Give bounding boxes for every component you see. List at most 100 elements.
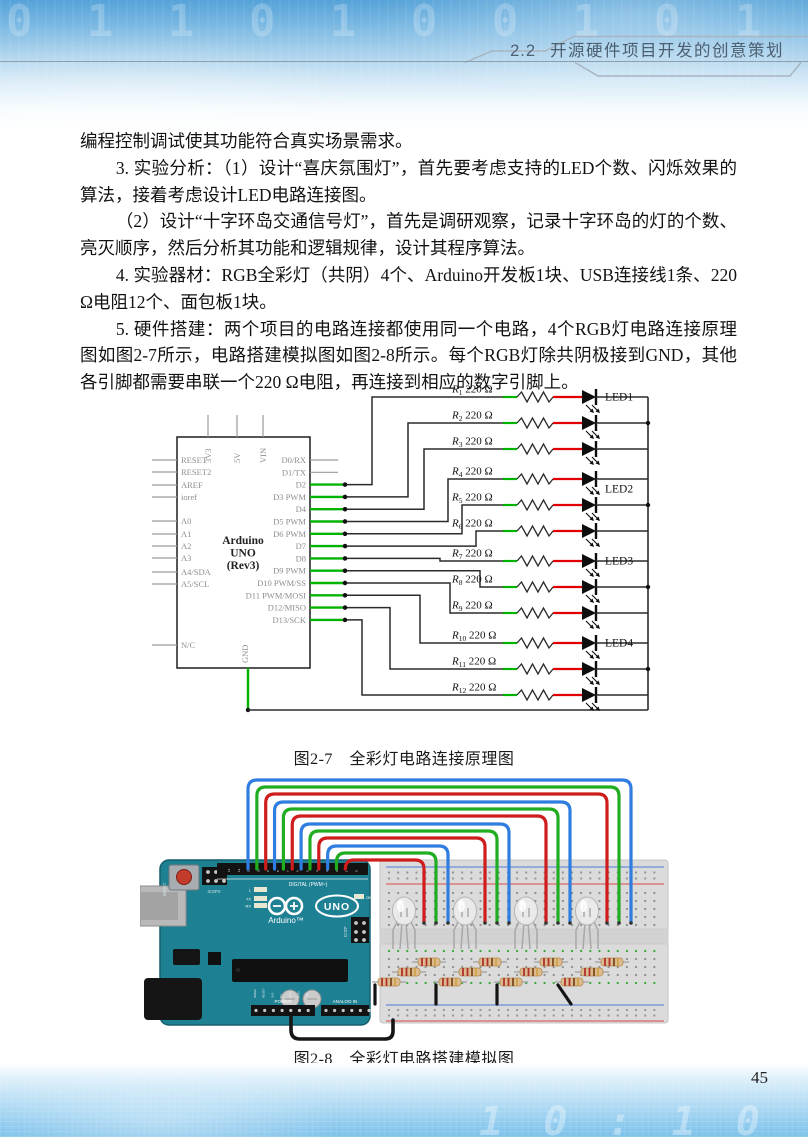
resistor-label: R7 220 Ω bbox=[451, 548, 493, 562]
resistor-led-row-1: R1 220 Ω bbox=[342, 384, 648, 487]
paragraph-1: 编程控制调试使其功能符合真实场景需求。 bbox=[80, 131, 413, 151]
bb-resistor-6 bbox=[433, 977, 467, 987]
svg-text:D2: D2 bbox=[296, 480, 306, 490]
resistor-label: R6 220 Ω bbox=[451, 518, 493, 532]
svg-text:TX: TX bbox=[246, 897, 251, 902]
power-jack bbox=[144, 978, 202, 1020]
svg-text:A2: A2 bbox=[181, 541, 191, 551]
section-title: 开源硬件项目开发的创意策划 bbox=[550, 42, 784, 60]
header-band: 0 1 1 0 1 0 0 1 0 1 1 0 1 0 2.2 开源硬件项目开发的… bbox=[0, 0, 808, 132]
body-text: 编程控制调试使其功能符合真实场景需求。 3. 实验分析：（1）设计“喜庆氛围灯”… bbox=[80, 128, 737, 396]
svg-text:0: 0 bbox=[354, 870, 358, 872]
svg-text:9: 9 bbox=[266, 870, 270, 872]
paragraph-3: （2）设计“十字环岛交通信号灯”，首先是调研观察，记录十字环岛的灯的个数、亮灭顺… bbox=[80, 211, 737, 259]
jumper-wire-9 bbox=[317, 836, 487, 924]
svg-text:GND: GND bbox=[240, 645, 250, 663]
paragraph-2: 3. 实验分析：（1）设计“喜庆氛围灯”，首先要考虑支持的LED个数、闪烁效果的… bbox=[80, 157, 737, 205]
paragraph-5: 5. 硬件搭建：两个项目的电路连接都使用同一个电路，4个RGB灯电路连接原理图如… bbox=[80, 318, 737, 393]
svg-text:5V: 5V bbox=[279, 994, 283, 998]
bb-resistor-4 bbox=[473, 957, 507, 967]
led-group-label: LED3 bbox=[605, 556, 633, 568]
svg-text:ON: ON bbox=[366, 895, 372, 900]
page-number: 45 bbox=[751, 1068, 768, 1087]
bb-resistor-3 bbox=[372, 977, 406, 987]
svg-text:RX: RX bbox=[245, 904, 251, 909]
led-symbol bbox=[582, 580, 596, 594]
bb-resistor-9 bbox=[494, 977, 528, 987]
svg-text:ioref: ioref bbox=[181, 492, 197, 502]
svg-text:N/C: N/C bbox=[181, 640, 196, 650]
brand-label: Arduino™ bbox=[268, 916, 304, 925]
svg-text:ICSP2: ICSP2 bbox=[207, 889, 221, 894]
svg-text:3V3: 3V3 bbox=[270, 992, 274, 998]
led-symbol bbox=[582, 442, 596, 456]
svg-text:RESET: RESET bbox=[262, 988, 266, 998]
svg-text:7: 7 bbox=[286, 870, 290, 872]
svg-text:13: 13 bbox=[227, 868, 231, 872]
svg-text:POWER: POWER bbox=[274, 999, 292, 1004]
resistor-led-row-12: R12 220 Ω bbox=[342, 617, 648, 711]
jumper-wire-7 bbox=[299, 822, 511, 924]
resistor-symbol bbox=[516, 498, 554, 512]
svg-text:IOREF: IOREF bbox=[253, 989, 257, 998]
resistor-symbol bbox=[516, 636, 554, 650]
led-symbol bbox=[582, 498, 596, 512]
svg-text:RESET: RESET bbox=[181, 455, 208, 465]
svg-text:8: 8 bbox=[276, 870, 280, 872]
svg-text:VIN: VIN bbox=[305, 993, 309, 998]
resistor-label: R12 220 Ω bbox=[451, 682, 496, 696]
resistor-symbol bbox=[516, 390, 554, 404]
header-tab-outline bbox=[464, 35, 808, 77]
resistor-symbol bbox=[516, 524, 554, 538]
resistor-label: R3 220 Ω bbox=[451, 436, 493, 450]
svg-text:D12/MISO: D12/MISO bbox=[268, 603, 306, 613]
resistor-led-row-11: R11 220 Ω bbox=[342, 605, 648, 685]
resistor-led-row-10: R10 220 Ω bbox=[342, 593, 648, 659]
section-number: 2.2 bbox=[510, 42, 536, 60]
jumper-wire-10 bbox=[326, 844, 450, 924]
svg-text:5: 5 bbox=[305, 870, 309, 872]
led-symbol bbox=[582, 662, 596, 676]
analog-header bbox=[321, 1005, 369, 1016]
svg-text:D9 PWM: D9 PWM bbox=[273, 566, 306, 576]
svg-text:6: 6 bbox=[296, 870, 300, 872]
svg-text:AREF: AREF bbox=[181, 480, 203, 490]
resistor-led-row-4: R4 220 Ω bbox=[342, 466, 648, 524]
svg-text:1: 1 bbox=[345, 870, 349, 872]
svg-text:3V3: 3V3 bbox=[203, 448, 213, 463]
figure-2-7-caption: 图2-7 全彩灯电路连接原理图 bbox=[293, 751, 515, 768]
bb-resistor-2 bbox=[392, 967, 426, 977]
bb-resistor-11 bbox=[575, 967, 609, 977]
svg-text:D7: D7 bbox=[296, 541, 306, 551]
svg-text:D8: D8 bbox=[296, 553, 306, 563]
svg-text:RESET: RESET bbox=[162, 882, 167, 896]
led-symbol bbox=[582, 390, 596, 404]
svg-text:D4: D4 bbox=[296, 504, 307, 514]
led-symbol bbox=[582, 554, 596, 568]
bb-resistor-1 bbox=[412, 957, 446, 967]
resistor-led-row-8: R8 220 Ω bbox=[342, 568, 648, 603]
bb-resistor-12 bbox=[555, 977, 589, 987]
jumper-wire-3 bbox=[264, 792, 609, 924]
jumper-wire-8 bbox=[308, 829, 499, 924]
resistor-symbol bbox=[516, 442, 554, 456]
jumper-wire-2 bbox=[255, 785, 621, 924]
svg-text:GND: GND bbox=[288, 991, 292, 999]
header-ghost-digits: 0 1 1 0 1 0 0 1 0 1 1 0 1 0 bbox=[6, 0, 808, 47]
led-symbol bbox=[582, 524, 596, 538]
footer-band: 1 0 : 1 0 bbox=[0, 1063, 808, 1137]
svg-text:D0/RX: D0/RX bbox=[281, 455, 306, 465]
bb-resistor-10 bbox=[595, 957, 629, 967]
chip-name: Arduino bbox=[222, 535, 264, 547]
resistor-symbol bbox=[516, 554, 554, 568]
jumper-wire-11 bbox=[334, 851, 438, 924]
resistor-symbol bbox=[516, 580, 554, 594]
svg-text:D6 PWM: D6 PWM bbox=[273, 529, 306, 539]
resistor-label: R4 220 Ω bbox=[451, 466, 493, 480]
